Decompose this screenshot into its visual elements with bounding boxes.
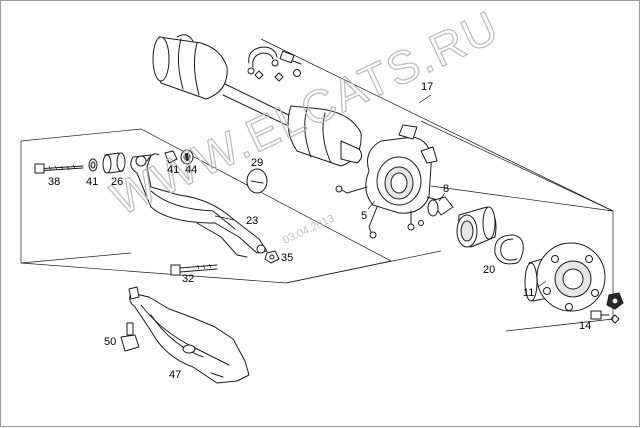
callout-11: 11 xyxy=(523,287,534,299)
callout-44: 44 xyxy=(185,164,197,176)
control-arm xyxy=(130,153,268,258)
nut-and-cap xyxy=(164,149,194,165)
callout-47: 47 xyxy=(169,369,181,381)
cover-panel xyxy=(128,286,250,384)
callout-41-nut: 41 xyxy=(167,164,179,176)
callouts: 38 41 26 41 44 29 23 35 32 17 8 5 20 11 … xyxy=(48,81,591,381)
bolt-32 xyxy=(170,263,218,276)
callout-8: 8 xyxy=(443,183,449,195)
callout-5: 5 xyxy=(361,210,367,222)
callout-23: 23 xyxy=(246,215,258,227)
callout-38: 38 xyxy=(48,176,60,188)
wheel-carrier xyxy=(335,124,442,239)
callout-26: 26 xyxy=(111,176,123,188)
eccentric-washer xyxy=(246,168,268,194)
nut-35 xyxy=(264,250,280,264)
drive-shaft xyxy=(152,34,363,167)
inner-mount-parts xyxy=(34,152,126,174)
callout-50: 50 xyxy=(104,336,116,348)
boot-clamp xyxy=(247,46,302,82)
callout-14: 14 xyxy=(579,320,591,332)
circlip xyxy=(494,234,524,265)
callout-35: 35 xyxy=(281,252,293,264)
callout-20: 20 xyxy=(483,264,495,276)
callout-29: 29 xyxy=(251,157,263,169)
bearing-parts xyxy=(427,196,497,248)
callout-41-washer: 41 xyxy=(86,176,98,188)
nut-50 xyxy=(120,322,140,352)
hub-nut-and-bolt xyxy=(590,292,624,324)
assembly-planes xyxy=(20,38,614,332)
callout-17: 17 xyxy=(421,81,433,93)
leader-lines xyxy=(214,94,547,288)
callout-32: 32 xyxy=(182,273,194,285)
wheel-hub xyxy=(524,242,606,312)
